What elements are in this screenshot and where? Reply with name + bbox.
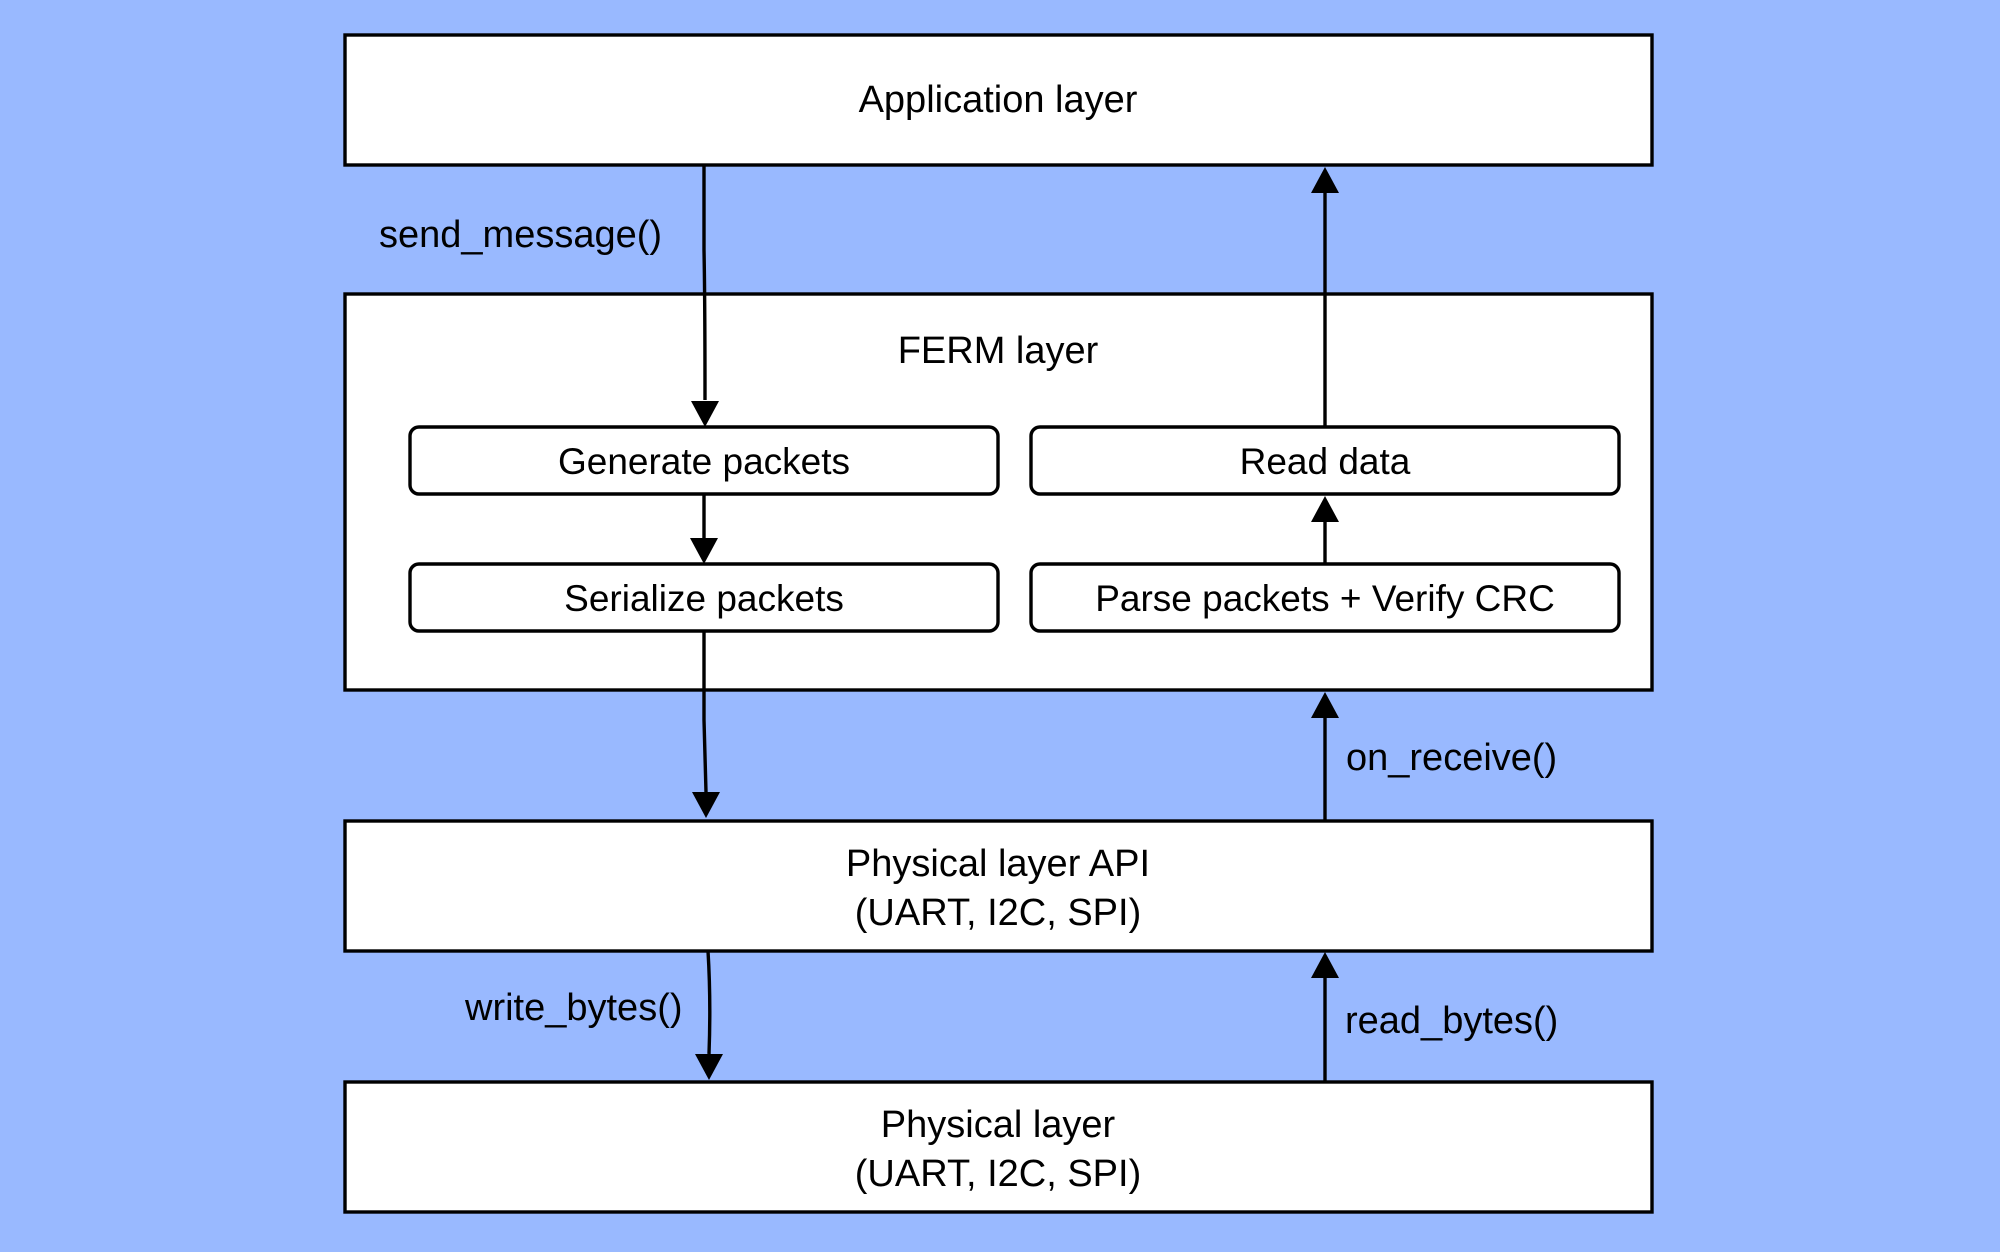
read-to-app-arrowhead (1311, 167, 1339, 193)
physical-layer-api-box (343, 819, 1654, 953)
node-generate-packets: Generate packets (408, 425, 1000, 496)
application-layer-label: Application layer (859, 79, 1138, 121)
edge-write-bytes: write_bytes() (464, 950, 723, 1080)
node-read-data: Read data (1029, 425, 1621, 496)
node-physical-layer-api: Physical layer API (UART, I2C, SPI) (343, 819, 1654, 953)
application-layer-box (343, 33, 1654, 167)
edge-serialize-to-api (692, 631, 720, 818)
on-receive-arrowhead (1311, 692, 1339, 718)
physical-layer-label: Physical layer (881, 1104, 1116, 1146)
node-physical-layer: Physical layer (UART, I2C, SPI) (343, 1080, 1654, 1214)
edge-read-bytes: read_bytes() (1311, 952, 1558, 1082)
edge-on-receive: on_receive() (1311, 692, 1557, 821)
write-bytes-arrowhead (695, 1054, 723, 1080)
read-data-label: Read data (1240, 441, 1411, 482)
parse-packets-label: Parse packets + Verify CRC (1095, 578, 1555, 619)
edge-send-message: send_message() (379, 165, 719, 427)
physical-layer-box (343, 1080, 1654, 1214)
send-message-arrow (702, 165, 707, 401)
write-bytes-arrow (706, 950, 712, 1055)
read-bytes-label: read_bytes() (1345, 1000, 1558, 1042)
send-message-label: send_message() (379, 214, 662, 256)
node-application-layer: Application layer (343, 33, 1654, 167)
serialize-packets-label: Serialize packets (564, 578, 844, 619)
node-serialize-packets: Serialize packets (408, 562, 1000, 633)
write-bytes-label: write_bytes() (464, 987, 683, 1029)
physical-layer-api-label: Physical layer API (846, 843, 1150, 885)
serialize-to-api-arrow (702, 631, 708, 793)
node-parse-packets: Parse packets + Verify CRC (1029, 562, 1621, 633)
read-bytes-arrowhead (1311, 952, 1339, 978)
send-message-arrowhead (691, 401, 719, 427)
edge-parse-to-read (1311, 496, 1339, 564)
on-receive-label: on_receive() (1346, 737, 1557, 779)
edge-generate-to-serialize (690, 494, 718, 564)
serialize-to-api-arrowhead (692, 792, 720, 818)
physical-layer-api-sublabel: (UART, I2C, SPI) (855, 892, 1141, 934)
generate-to-serialize-arrowhead (690, 538, 718, 564)
edge-read-to-app (1311, 167, 1339, 427)
parse-to-read-arrowhead (1311, 496, 1339, 522)
ferm-layer-label: FERM layer (898, 330, 1099, 372)
physical-layer-sublabel: (UART, I2C, SPI) (855, 1153, 1141, 1195)
generate-packets-label: Generate packets (558, 441, 850, 482)
